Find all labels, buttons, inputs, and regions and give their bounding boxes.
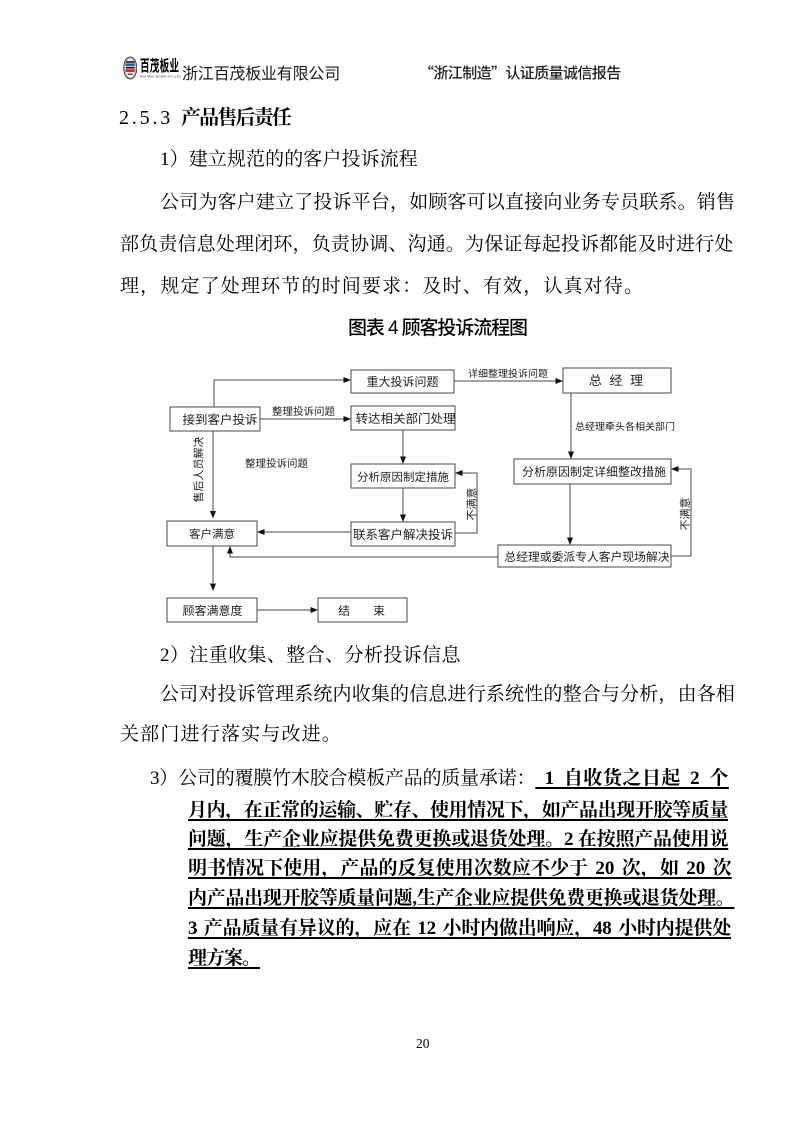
svg-text:重大投诉问题: 重大投诉问题 — [366, 375, 438, 389]
svg-text:总经理牵头各相关部门: 总经理牵头各相关部门 — [575, 421, 675, 433]
svg-text:总经理或委派专人客户现场解决: 总经理或委派专人客户现场解决 — [504, 550, 669, 564]
svg-text:分析原因制定详细整改措施: 分析原因制定详细整改措施 — [522, 465, 666, 479]
svg-text:整理投诉问题: 整理投诉问题 — [245, 458, 308, 470]
svg-text:顾客满意度: 顾客满意度 — [182, 604, 242, 618]
svg-text:联系客户解决投诉: 联系客户解决投诉 — [353, 528, 453, 542]
svg-text:结: 结 — [338, 604, 350, 618]
svg-text:详细整理投诉问题: 详细整理投诉问题 — [468, 368, 548, 380]
svg-text:客户满意: 客户满意 — [189, 528, 235, 541]
svg-text:售后人员解决: 售后人员解决 — [193, 437, 206, 503]
svg-text:总 经 理: 总 经 理 — [589, 373, 645, 388]
svg-text:不满意: 不满意 — [679, 498, 692, 531]
svg-text:整理投诉问题: 整理投诉问题 — [272, 406, 335, 418]
svg-text:转达相关部门处理: 转达相关部门处理 — [355, 412, 456, 426]
svg-text:不满意: 不满意 — [466, 488, 479, 521]
svg-text:接到客户投诉: 接到客户投诉 — [182, 413, 257, 427]
svg-text:分析原因制定措施: 分析原因制定措施 — [357, 471, 449, 484]
svg-text:束: 束 — [373, 604, 385, 618]
